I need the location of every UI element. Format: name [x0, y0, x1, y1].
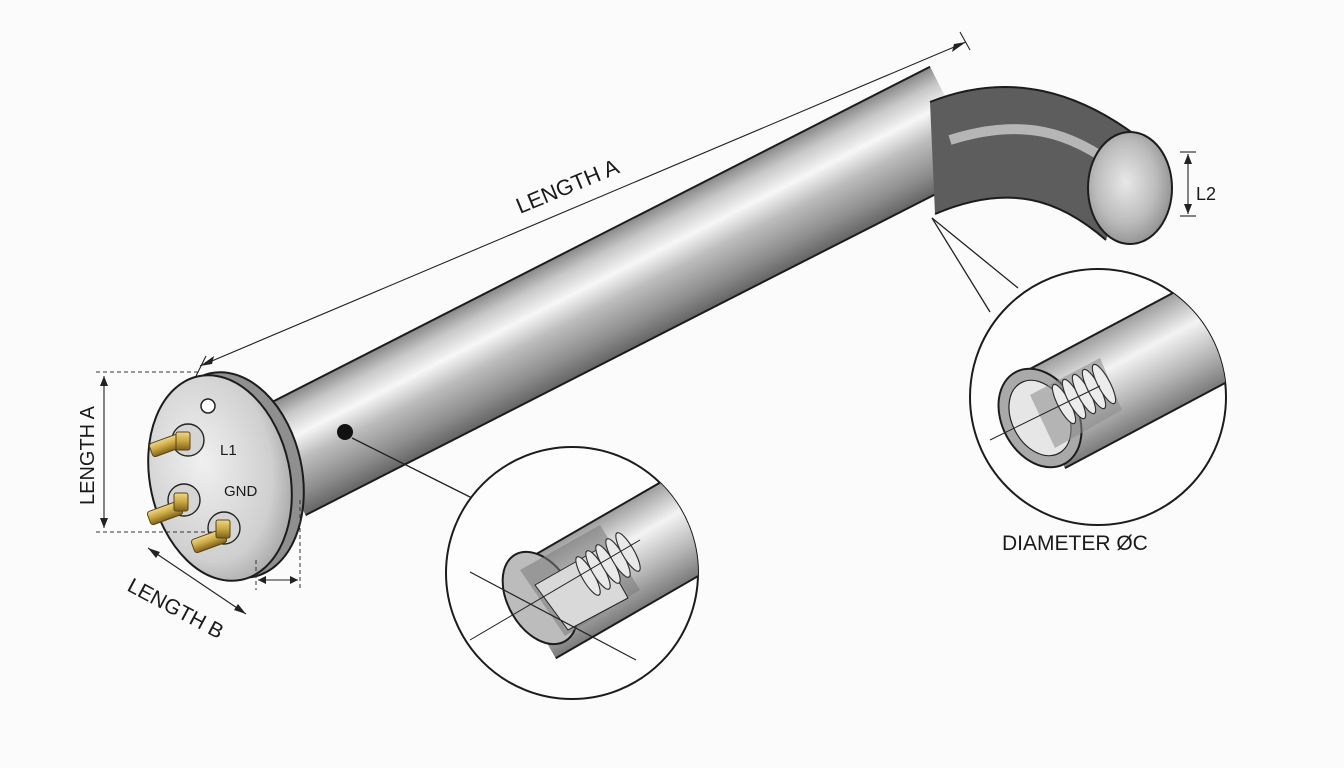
terminal-gnd-label: GND	[224, 483, 258, 500]
length-a-top-label: LENGTH A	[512, 154, 622, 219]
mounting-hole	[200, 398, 216, 414]
callout-inset-1	[337, 424, 699, 700]
terminal-l1	[148, 423, 205, 458]
l2-label: L2	[1196, 184, 1216, 204]
tube-body	[252, 65, 1173, 517]
flange-thickness-dimension	[255, 500, 301, 590]
diameter-label: DIAMETER ØC	[1002, 532, 1148, 555]
terminal-center	[146, 483, 201, 526]
length-b-label: LENGTH B	[124, 574, 228, 644]
length-a-side-dimension: LENGTH A	[77, 371, 212, 533]
callout-point-1	[337, 424, 353, 440]
terminal-l1-label: L1	[220, 442, 237, 459]
inset-1-coil	[575, 532, 641, 596]
flange-head: L1 GND	[146, 371, 305, 582]
terminal-gnd	[190, 511, 241, 554]
length-a-side-label: LENGTH A	[77, 405, 99, 505]
l2-dimension: L2	[1180, 151, 1216, 217]
callout-inset-2	[931, 217, 1227, 526]
